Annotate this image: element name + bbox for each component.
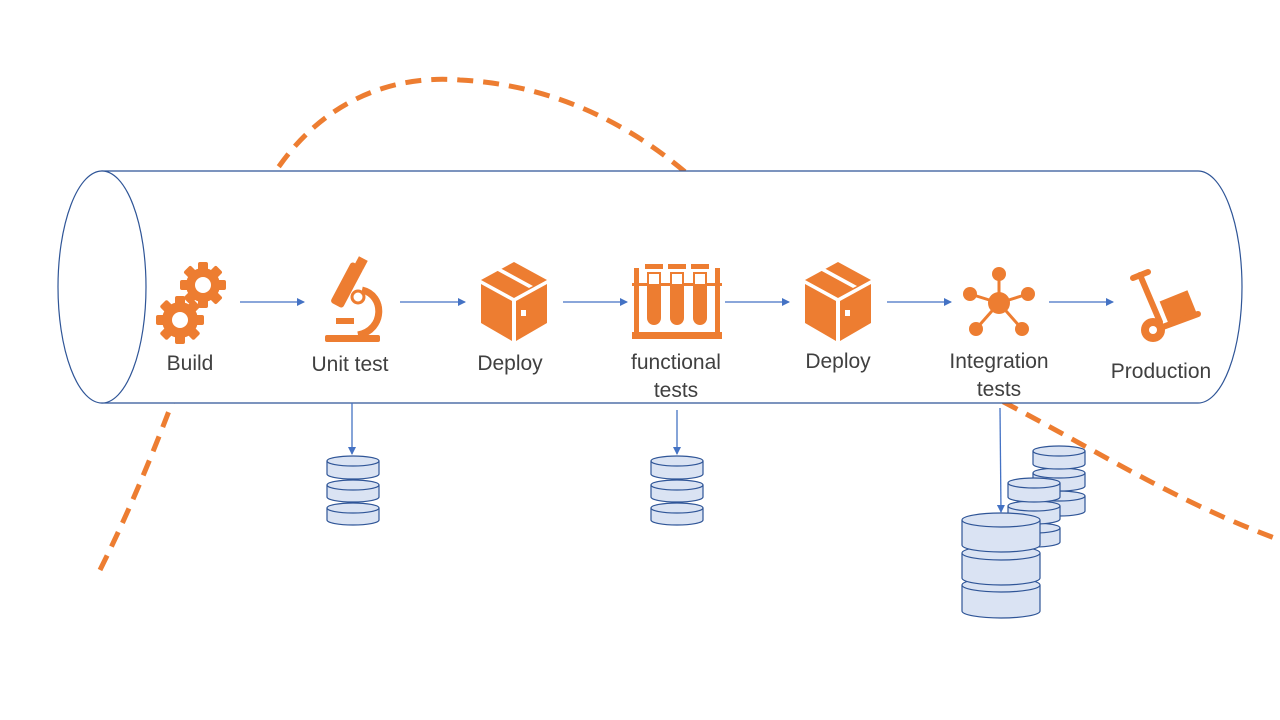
network-icon: [963, 267, 1035, 336]
database-arrows: [348, 403, 1005, 513]
stage-label: Production: [1111, 360, 1211, 383]
db-arrow: [996, 407, 1005, 513]
stage-functional-tests: functional tests: [631, 264, 722, 402]
microscope-icon: [325, 256, 383, 342]
gears-icon: [156, 262, 226, 344]
database-icon: [326, 455, 380, 526]
stage-label: Deploy: [477, 352, 543, 375]
database-cluster-icon: [961, 445, 1086, 619]
package-icon: [805, 262, 871, 341]
stage-integration-tests: Integration tests: [949, 267, 1049, 401]
stage-build: Build: [156, 262, 226, 375]
stage-label: tests: [977, 378, 1021, 401]
dashed-curve-tail: [978, 387, 1280, 543]
test-tubes-icon: [632, 264, 722, 339]
stage-deploy-2: Deploy: [805, 262, 871, 373]
hand-truck-icon: [1130, 269, 1201, 342]
stage-label: Deploy: [805, 350, 871, 373]
stage-label: tests: [654, 379, 698, 402]
stage-deploy-1: Deploy: [477, 262, 547, 375]
stage-label: Build: [167, 352, 214, 375]
database-icon: [650, 455, 704, 526]
database-icon: [961, 512, 1041, 619]
stage-label: Unit test: [311, 353, 388, 376]
stage-production: Production: [1111, 269, 1211, 383]
stage-label: functional: [631, 351, 721, 374]
pipeline-tube-opening: [57, 170, 147, 404]
stage-unit-test: Unit test: [311, 256, 389, 376]
stage-label: Integration: [949, 350, 1048, 373]
package-icon: [481, 262, 547, 341]
